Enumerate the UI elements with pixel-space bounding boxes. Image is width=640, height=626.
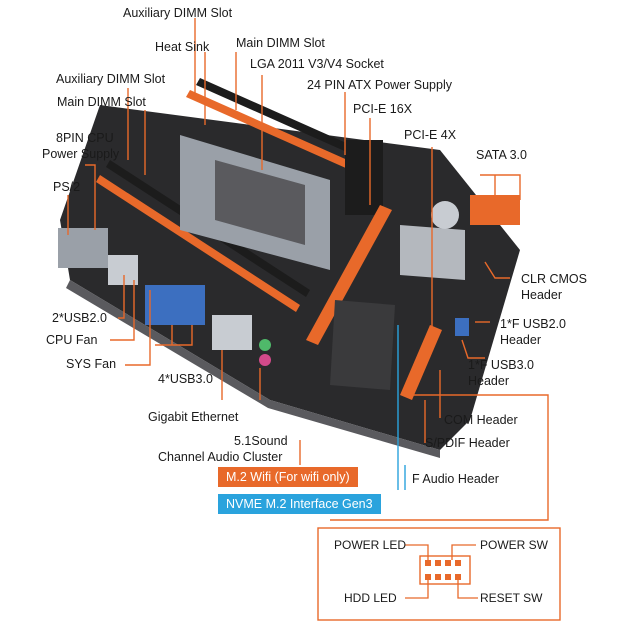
label-main-dimm-left: Main DIMM Slot — [57, 95, 146, 109]
pin-leader-lines — [405, 544, 478, 599]
cmos-battery — [431, 201, 459, 229]
atx-24pin — [345, 140, 383, 215]
label-cpu-power-1: 8PIN CPU — [56, 131, 114, 145]
label-f-audio: F Audio Header — [412, 472, 499, 486]
usb-stack — [108, 255, 138, 285]
label-audio-2: Channel Audio Cluster — [158, 450, 283, 464]
label-atx-power: 24 PIN ATX Power Supply — [307, 78, 452, 92]
m2-slot-area — [330, 300, 395, 390]
pin-label-reset-sw: RESET SW — [480, 591, 543, 605]
cpu-socket — [215, 160, 305, 245]
label-f-usb20-2: Header — [500, 333, 541, 347]
label-f-usb30-1: 1*F USB3.0 — [468, 358, 535, 372]
label-sys-fan: SYS Fan — [66, 357, 117, 371]
lan-port — [212, 315, 252, 350]
board-edge-strip — [66, 280, 440, 458]
nvme-banner: NVME M.2 Interface Gen3 — [218, 494, 381, 514]
pin-label-power-led: POWER LED — [334, 538, 407, 552]
rear-io-block — [58, 228, 108, 268]
label-aux-dimm-left: Auxiliary DIMM Slot — [56, 72, 166, 86]
f-usb-header — [455, 318, 469, 336]
label-f-usb30-2: Header — [468, 374, 509, 388]
dimm-slot-3 — [186, 90, 370, 177]
pin-label-power-sw: POWER SW — [480, 538, 548, 552]
label-pcie4: PCI-E 4X — [404, 128, 457, 142]
pcie-4x-slot — [400, 325, 442, 400]
label-audio-1: 5.1Sound — [234, 434, 288, 448]
audio-jack-1 — [259, 339, 271, 351]
leader-lines — [67, 18, 549, 521]
label-com: COM Header — [444, 413, 518, 427]
label-sata: SATA 3.0 — [476, 148, 527, 162]
dimm-slot-1 — [96, 175, 300, 312]
label-usb30: 4*USB3.0 — [158, 372, 213, 386]
blue-leader-lines — [397, 325, 406, 490]
label-aux-dimm-top: Auxiliary DIMM Slot — [123, 6, 233, 20]
pin-label-hdd-led: HDD LED — [344, 591, 397, 605]
label-usb20: 2*USB2.0 — [52, 311, 107, 325]
label-heat-sink: Heat Sink — [155, 40, 210, 54]
label-main-dimm-top: Main DIMM Slot — [236, 36, 325, 50]
label-cpu-fan: CPU Fan — [46, 333, 98, 347]
label-gigabit: Gigabit Ethernet — [148, 410, 239, 424]
front-panel-header — [419, 555, 471, 585]
label-lga-socket: LGA 2011 V3/V4 Socket — [250, 57, 384, 71]
label-pcie16: PCI-E 16X — [353, 102, 413, 116]
label-f-usb20-1: 1*F USB2.0 — [500, 317, 567, 331]
front-panel-frame — [317, 527, 561, 621]
usb3-stack — [145, 285, 205, 325]
header-pins — [425, 560, 461, 580]
audio-jack-2 — [259, 354, 271, 366]
pcie-16x-slot — [306, 205, 392, 345]
m2-wifi-banner: M.2 Wifi (For wifi only) — [218, 467, 358, 487]
label-ps2: PS/2 — [53, 180, 81, 194]
label-cpu-power-2: Power Supply — [42, 147, 120, 161]
label-clr-cmos-1: CLR CMOS — [521, 272, 587, 286]
label-clr-cmos-2: Header — [521, 288, 562, 302]
label-spdif: S/PDIF Header — [425, 436, 510, 450]
dimm-slot-4 — [196, 78, 380, 165]
